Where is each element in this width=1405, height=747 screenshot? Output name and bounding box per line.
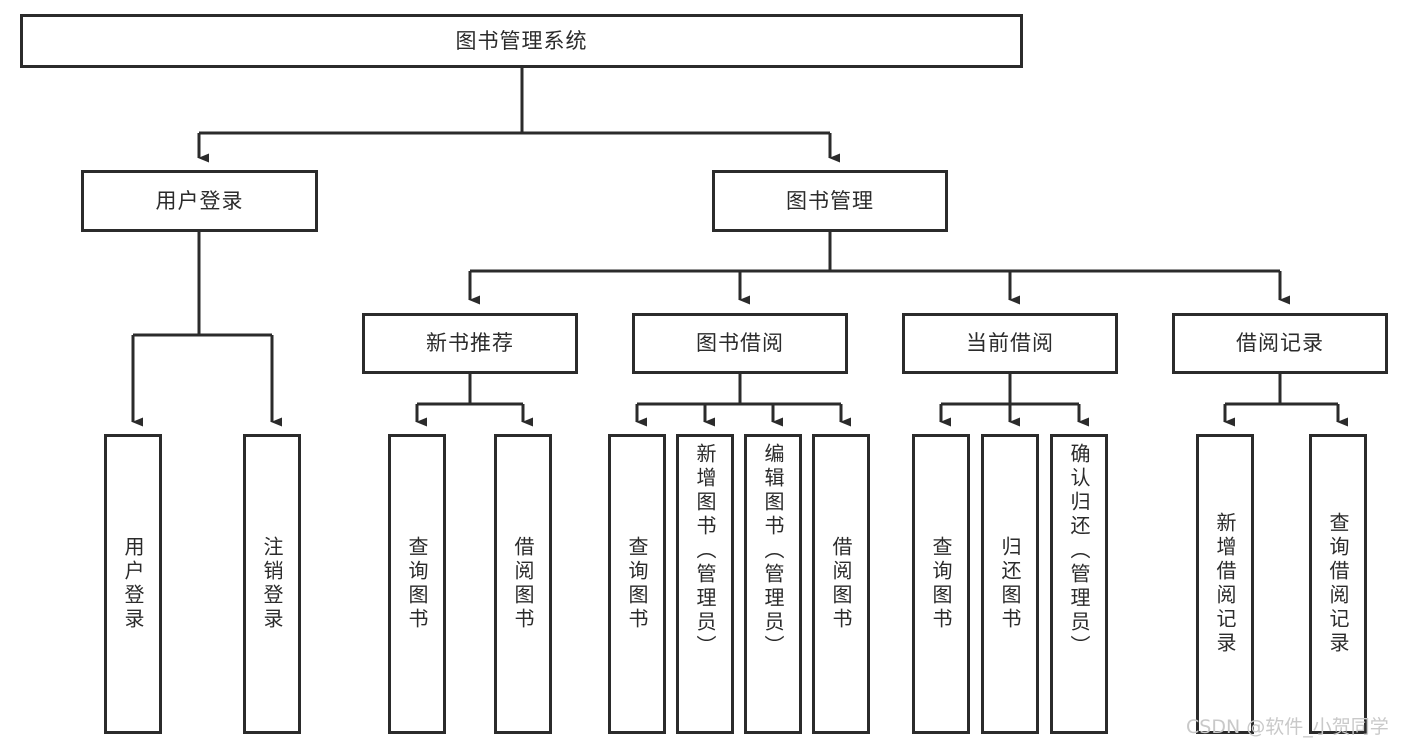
node-book-manage-label: 图书管理 (786, 188, 874, 213)
leaf-new-book-2[interactable]: 借阅图书 (494, 434, 552, 734)
leaf-book-borrow-3-label: 编辑图书（管理员） (761, 443, 785, 659)
leaf-current-borrow-3-label: 确认归还（管理员） (1067, 443, 1091, 659)
leaf-borrow-record-1-label: 新增借阅记录 (1213, 512, 1237, 656)
leaf-book-borrow-4-label: 借阅图书 (829, 536, 853, 632)
leaf-user-login-2-label: 注销登录 (260, 536, 284, 632)
leaf-current-borrow-1-label: 查询图书 (929, 536, 953, 632)
leaf-book-borrow-1-label: 查询图书 (625, 536, 649, 632)
node-borrow-record-label: 借阅记录 (1236, 331, 1324, 356)
leaf-new-book-1[interactable]: 查询图书 (388, 434, 446, 734)
csdn-watermark: CSDN @软件_小贺同学 (1186, 716, 1389, 738)
leaf-current-borrow-3[interactable]: 确认归还（管理员） (1050, 434, 1108, 734)
node-root[interactable]: 图书管理系统 (20, 14, 1023, 68)
node-new-book-label: 新书推荐 (426, 331, 514, 356)
node-book-borrow[interactable]: 图书借阅 (632, 313, 848, 374)
node-new-book[interactable]: 新书推荐 (362, 313, 578, 374)
leaf-current-borrow-2[interactable]: 归还图书 (981, 434, 1039, 734)
node-user-login[interactable]: 用户登录 (81, 170, 318, 232)
leaf-book-borrow-1[interactable]: 查询图书 (608, 434, 666, 734)
node-root-label: 图书管理系统 (455, 28, 588, 53)
node-user-login-label: 用户登录 (155, 188, 244, 213)
leaf-user-login-1-label: 用户登录 (121, 536, 145, 632)
leaf-book-borrow-2[interactable]: 新增图书（管理员） (676, 434, 734, 734)
leaf-user-login-2[interactable]: 注销登录 (243, 434, 301, 734)
leaf-current-borrow-1[interactable]: 查询图书 (912, 434, 970, 734)
node-book-borrow-label: 图书借阅 (696, 331, 784, 356)
leaf-borrow-record-1[interactable]: 新增借阅记录 (1196, 434, 1254, 734)
node-current-borrow-label: 当前借阅 (966, 331, 1054, 356)
leaf-book-borrow-2-label: 新增图书（管理员） (693, 443, 717, 659)
leaf-borrow-record-2-label: 查询借阅记录 (1326, 512, 1350, 656)
leaf-user-login-1[interactable]: 用户登录 (104, 434, 162, 734)
node-borrow-record[interactable]: 借阅记录 (1172, 313, 1388, 374)
leaf-current-borrow-2-label: 归还图书 (998, 536, 1022, 632)
node-book-manage[interactable]: 图书管理 (712, 170, 948, 232)
leaf-borrow-record-2[interactable]: 查询借阅记录 (1309, 434, 1367, 734)
leaf-new-book-2-label: 借阅图书 (511, 536, 535, 632)
leaf-new-book-1-label: 查询图书 (405, 536, 429, 632)
leaf-book-borrow-3[interactable]: 编辑图书（管理员） (744, 434, 802, 734)
node-current-borrow[interactable]: 当前借阅 (902, 313, 1118, 374)
leaf-book-borrow-4[interactable]: 借阅图书 (812, 434, 870, 734)
